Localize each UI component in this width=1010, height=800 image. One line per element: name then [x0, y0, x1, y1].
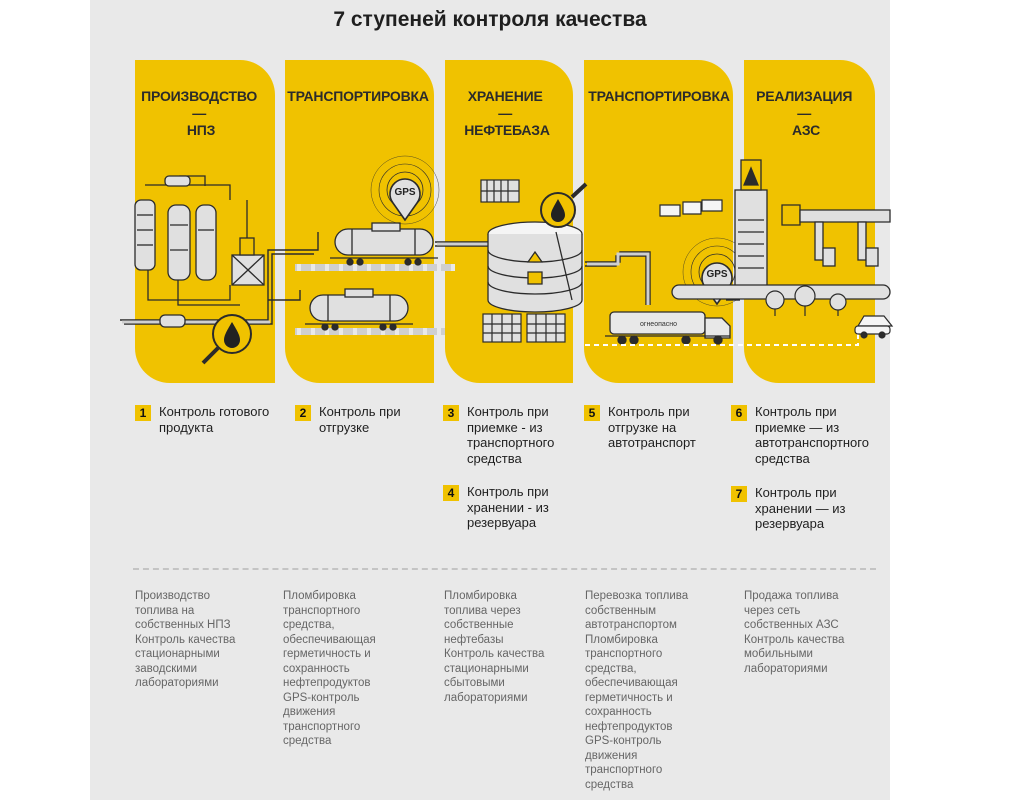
- svg-text:GPS: GPS: [706, 269, 727, 280]
- page-title: 7 ступеней контроля качества: [333, 8, 647, 31]
- depot-buildings: [480, 179, 566, 343]
- rail-tanker-upper: [330, 222, 438, 266]
- check-number: 3: [443, 405, 459, 421]
- check-text: Контроль при приемке - из транспортного …: [467, 404, 555, 466]
- process-illustration: ПРОИЗВОДСТВО — НПЗ ТРАНСПОРТИРОВКА ХРАНЕ…: [120, 60, 894, 383]
- stage-title-5: РЕАЛИЗАЦИЯ — АЗС: [756, 88, 856, 138]
- check-number: 5: [584, 405, 600, 421]
- gas-station-tower: [734, 159, 768, 291]
- svg-text:GPS: GPS: [394, 187, 415, 198]
- stage-title-3: ХРАНЕНИЕ — НЕФТЕБАЗА: [464, 88, 550, 138]
- trees: [765, 285, 847, 316]
- check-number: 1: [135, 405, 151, 421]
- road-dashed: [585, 329, 875, 346]
- check-text: Контроль готового продукта: [159, 404, 270, 435]
- stage-title-2: ТРАНСПОРТИРОВКА: [287, 88, 429, 104]
- flags-icon: [659, 199, 723, 217]
- check-number: 7: [731, 486, 747, 502]
- check-text: Контроль при отгрузке: [319, 404, 401, 435]
- magnifier-icon-1: [201, 314, 252, 365]
- check-text: Контроль при хранении - из резервуара: [467, 484, 549, 530]
- gps-marker-1: GPS: [370, 155, 440, 225]
- check-number: 6: [731, 405, 747, 421]
- rail-track-lower: [295, 328, 445, 335]
- storage-tank: [487, 221, 583, 313]
- magnifier-icon-2: [540, 182, 588, 228]
- rail-tanker-lower: [305, 288, 413, 331]
- stage-title-1: ПРОИЗВОДСТВО — НПЗ: [141, 88, 261, 138]
- check-text: Контроль при хранении — из резервуара: [755, 485, 846, 531]
- check-number: 2: [295, 405, 311, 421]
- refinery-icon: [134, 175, 265, 328]
- check-number: 4: [443, 485, 459, 501]
- fuel-truck: огнеопасно: [605, 311, 731, 345]
- stage-title-4: ТРАНСПОРТИРОВКА: [588, 88, 730, 104]
- check-text: Контроль при приемке — из автотранспортн…: [755, 404, 869, 466]
- svg-text:огнеопасно: огнеопасно: [640, 321, 677, 328]
- dashed-divider: [133, 568, 876, 570]
- stage-column-4: [584, 60, 733, 383]
- check-text: Контроль при отгрузке на автотранспорт: [608, 404, 696, 450]
- rail-track-upper: [295, 264, 455, 271]
- car-icon: [854, 315, 894, 339]
